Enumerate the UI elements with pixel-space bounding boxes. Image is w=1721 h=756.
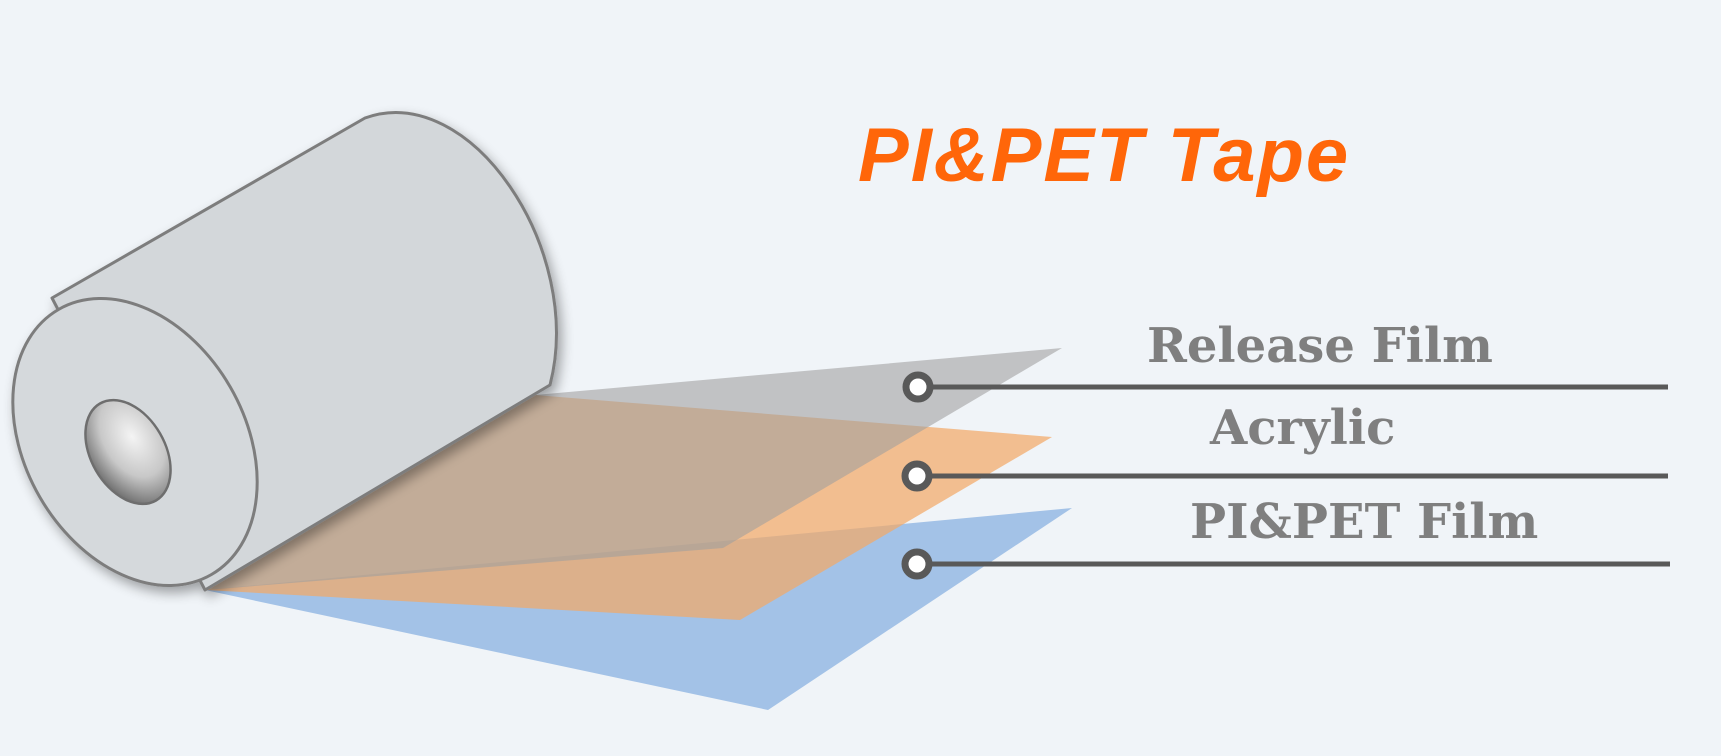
leader-acrylic	[901, 460, 1668, 492]
leader-release-film	[902, 371, 1668, 403]
release-film-layer	[205, 348, 1062, 590]
label-pi-pet-film: PI&PET Film	[1190, 494, 1539, 550]
diagram-title: PI&PET Tape	[858, 113, 1351, 198]
marker-acrylic	[901, 460, 933, 492]
leader-pi-pet-film	[901, 548, 1670, 580]
label-acrylic: Acrylic	[1210, 400, 1396, 456]
marker-pi-pet-film	[901, 548, 933, 580]
marker-release-film	[902, 371, 934, 403]
label-release-film: Release Film	[1147, 318, 1493, 374]
roll-core-hole	[84, 398, 172, 506]
